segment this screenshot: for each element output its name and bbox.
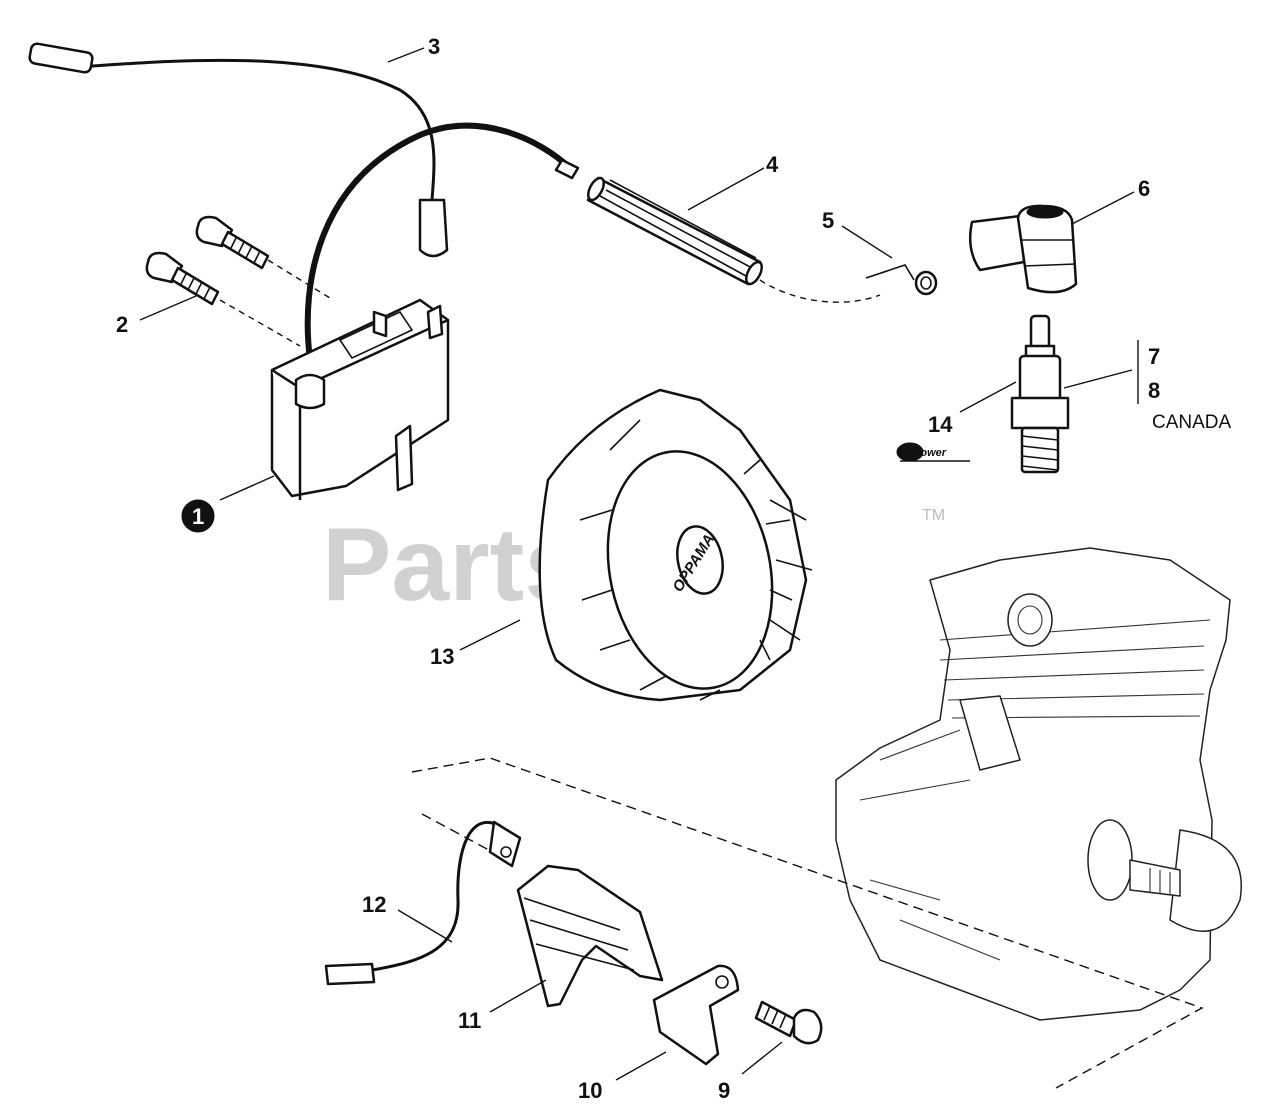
dashed-link-12-11	[421, 813, 501, 857]
screw-part-upper	[195, 215, 270, 270]
sub-assembly-dashed-box	[411, 757, 1204, 1089]
ignition-coil-part	[270, 298, 450, 500]
bracket-part	[516, 864, 664, 1008]
callout-9: 9	[718, 1078, 730, 1103]
screw-guide-upper	[267, 259, 331, 299]
screw-guide-lower	[219, 299, 301, 347]
callout-7: 7	[1148, 344, 1160, 369]
callout-2: 2	[116, 312, 128, 337]
callout-5: 5	[822, 208, 834, 233]
repower-logo-text: RePower	[899, 447, 947, 459]
spring-tube-part	[586, 176, 763, 286]
callout-1-marker	[181, 499, 215, 533]
high-tension-lead	[304, 122, 573, 363]
callout-1: 1	[192, 504, 204, 529]
stop-wire-part	[324, 820, 522, 986]
repower-logo: RePower	[896, 442, 970, 462]
bolt-part	[754, 1000, 823, 1045]
region-label-canada: CANADA	[1152, 412, 1232, 433]
spark-plug-part	[1010, 314, 1070, 474]
lead-end	[554, 158, 580, 180]
callout-13: 13	[430, 644, 454, 669]
callout-12: 12	[362, 892, 386, 917]
leader-lines	[139, 47, 1139, 1081]
callout-4: 4	[766, 152, 779, 177]
plug-boot-part	[969, 204, 1078, 294]
plate-part	[652, 964, 740, 1066]
flywheel-part: OPPAMA	[538, 388, 813, 702]
callout-11: 11	[458, 1008, 481, 1033]
watermark-trademark: TM	[922, 507, 945, 524]
dashed-link-4-5	[759, 279, 881, 303]
spring-clip-part	[865, 264, 938, 296]
ground-wire-part	[28, 42, 449, 258]
callout-8: 8	[1148, 378, 1160, 403]
callout-3: 3	[428, 34, 440, 59]
callout-6: 6	[1138, 176, 1150, 201]
screw-part-lower	[145, 251, 220, 306]
callout-14: 14	[928, 412, 953, 437]
callout-10: 10	[578, 1078, 602, 1103]
engine-block	[835, 547, 1242, 1021]
